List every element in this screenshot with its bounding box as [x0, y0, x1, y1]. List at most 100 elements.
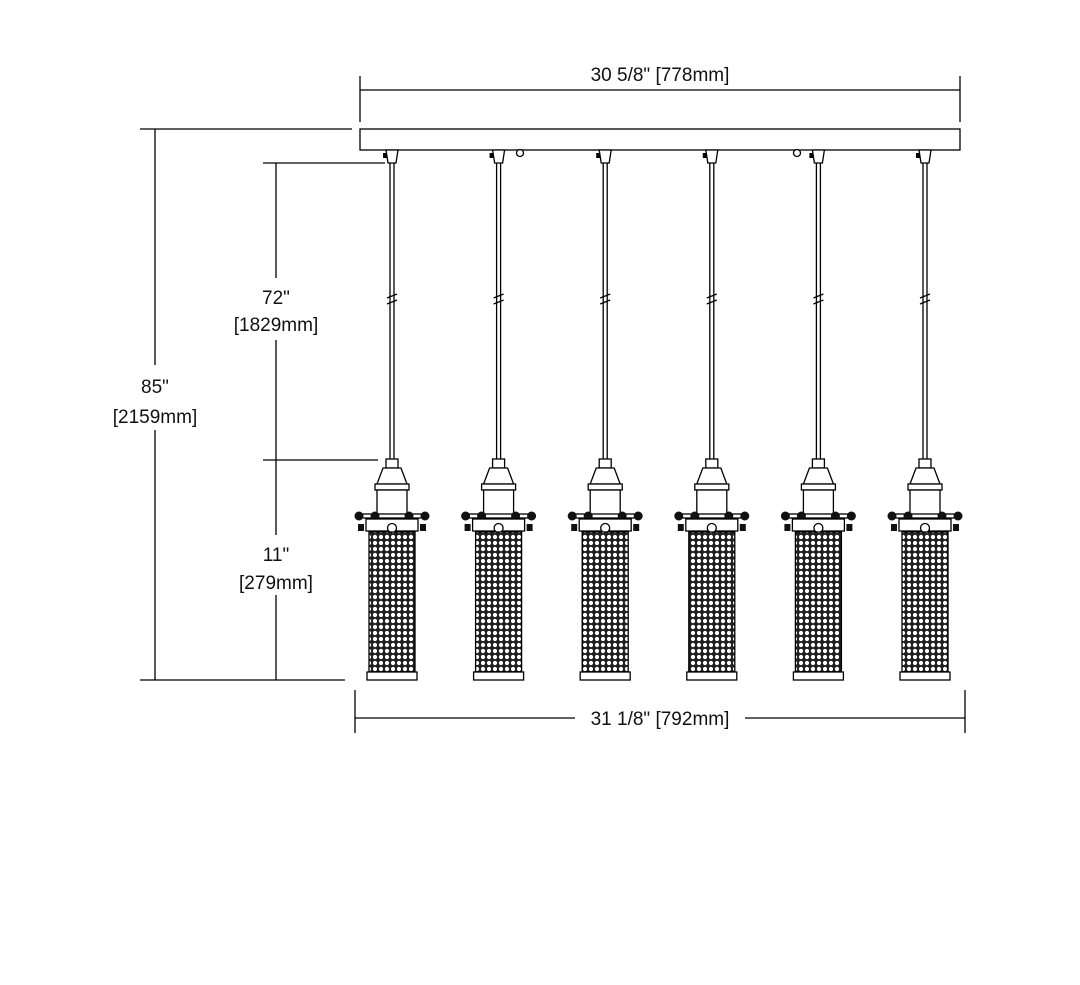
- bottom-band: [366, 671, 418, 681]
- socket-cap: [598, 458, 612, 469]
- ring: [463, 513, 534, 519]
- knob: [830, 511, 840, 521]
- socket-collar: [694, 483, 730, 491]
- socket-body: [909, 489, 941, 516]
- mesh-shade: [794, 531, 843, 673]
- knob: [461, 511, 471, 521]
- knob: [780, 511, 790, 521]
- knob: [617, 511, 627, 521]
- thumb-screw: [571, 524, 578, 531]
- cord-break-mark: [919, 293, 931, 305]
- ring: [570, 513, 640, 519]
- socket-collar: [800, 483, 837, 491]
- knob: [477, 511, 487, 521]
- thumb-screw: [464, 524, 471, 531]
- socket-body: [482, 489, 515, 516]
- pendant: [354, 149, 430, 681]
- knob: [846, 511, 856, 521]
- pendant: [461, 149, 537, 681]
- cord-grip: [705, 149, 719, 164]
- mesh-shade: [474, 531, 523, 673]
- cord-length-dimension: 72" [1829mm]: [234, 162, 385, 535]
- cord-break-mark: [599, 293, 611, 305]
- thumb-screw: [891, 524, 897, 531]
- knob: [527, 511, 537, 521]
- thumb-screw: [358, 524, 364, 531]
- ring: [890, 513, 960, 519]
- band-screw: [493, 522, 504, 534]
- cord-break-mark: [493, 293, 504, 305]
- pendants: [354, 149, 963, 681]
- ring: [357, 513, 427, 519]
- knob: [583, 511, 593, 521]
- socket-body: [589, 489, 621, 516]
- socket-collar: [374, 483, 410, 491]
- mesh-shade: [581, 531, 629, 673]
- socket-cap: [705, 458, 719, 469]
- canopy-width-dimension: 30 5/8" [778mm]: [359, 65, 961, 122]
- thumb-screw: [526, 524, 533, 531]
- socket-cone: [802, 467, 835, 485]
- grip-screw: [489, 153, 494, 158]
- socket-cap: [491, 458, 506, 469]
- socket-cone: [482, 467, 515, 485]
- knob: [404, 511, 414, 521]
- bottom-band: [686, 671, 738, 681]
- cord-length-in-label: 72": [262, 288, 290, 309]
- grip-screw: [916, 153, 920, 158]
- cord-length-mm-label: [1829mm]: [234, 315, 318, 336]
- pendant: [780, 149, 856, 681]
- knob: [887, 511, 897, 521]
- ring: [677, 513, 747, 519]
- pendant: [887, 149, 963, 681]
- knob: [724, 511, 734, 521]
- socket-collar: [587, 483, 623, 491]
- cord-break-mark: [386, 293, 398, 305]
- overall-width-dimension: 31 1/8" [792mm]: [354, 690, 966, 733]
- bottom-band: [472, 671, 525, 681]
- thumb-screw: [739, 524, 746, 531]
- thumb-screw: [633, 524, 640, 531]
- grip-screw: [383, 153, 387, 158]
- knob: [740, 511, 750, 521]
- pendant: [567, 149, 643, 681]
- knob: [354, 511, 364, 521]
- shade-height-in-label: 11": [263, 545, 289, 566]
- knob: [674, 511, 684, 521]
- knob: [937, 511, 947, 521]
- cord-grip: [385, 149, 399, 164]
- overall-height-mm-label: [2159mm]: [113, 407, 197, 428]
- thumb-screw: [677, 524, 684, 531]
- shade-height-mm-label: [279mm]: [239, 573, 313, 594]
- grip-screw: [702, 153, 707, 158]
- band-screw: [919, 522, 931, 534]
- mesh-shade: [368, 531, 416, 673]
- mesh-shade: [901, 531, 949, 673]
- socket-cone: [909, 467, 941, 485]
- knob: [690, 511, 700, 521]
- socket-cap: [385, 458, 399, 469]
- socket-cap: [918, 458, 932, 469]
- knob: [903, 511, 913, 521]
- mesh-shade: [688, 531, 736, 673]
- knob: [633, 511, 643, 521]
- band-screw: [813, 522, 824, 534]
- grip-screw: [596, 153, 601, 158]
- canopy: [359, 128, 961, 151]
- socket-cone: [376, 467, 408, 485]
- bottom-band: [579, 671, 631, 681]
- socket-cone: [695, 467, 728, 485]
- grip-screw: [809, 153, 814, 158]
- knob: [953, 511, 963, 521]
- ring: [783, 513, 854, 519]
- overall-height-dimension: 85" [2159mm]: [113, 128, 352, 681]
- overall-height-in-label: 85": [141, 377, 169, 398]
- cord-grip: [811, 149, 826, 164]
- pendant: [674, 149, 750, 681]
- overall-width-label: 31 1/8" [792mm]: [591, 709, 730, 730]
- canopy-screw: [792, 148, 802, 158]
- cord-grip: [918, 149, 932, 164]
- knob: [796, 511, 806, 521]
- band-screw: [600, 522, 611, 534]
